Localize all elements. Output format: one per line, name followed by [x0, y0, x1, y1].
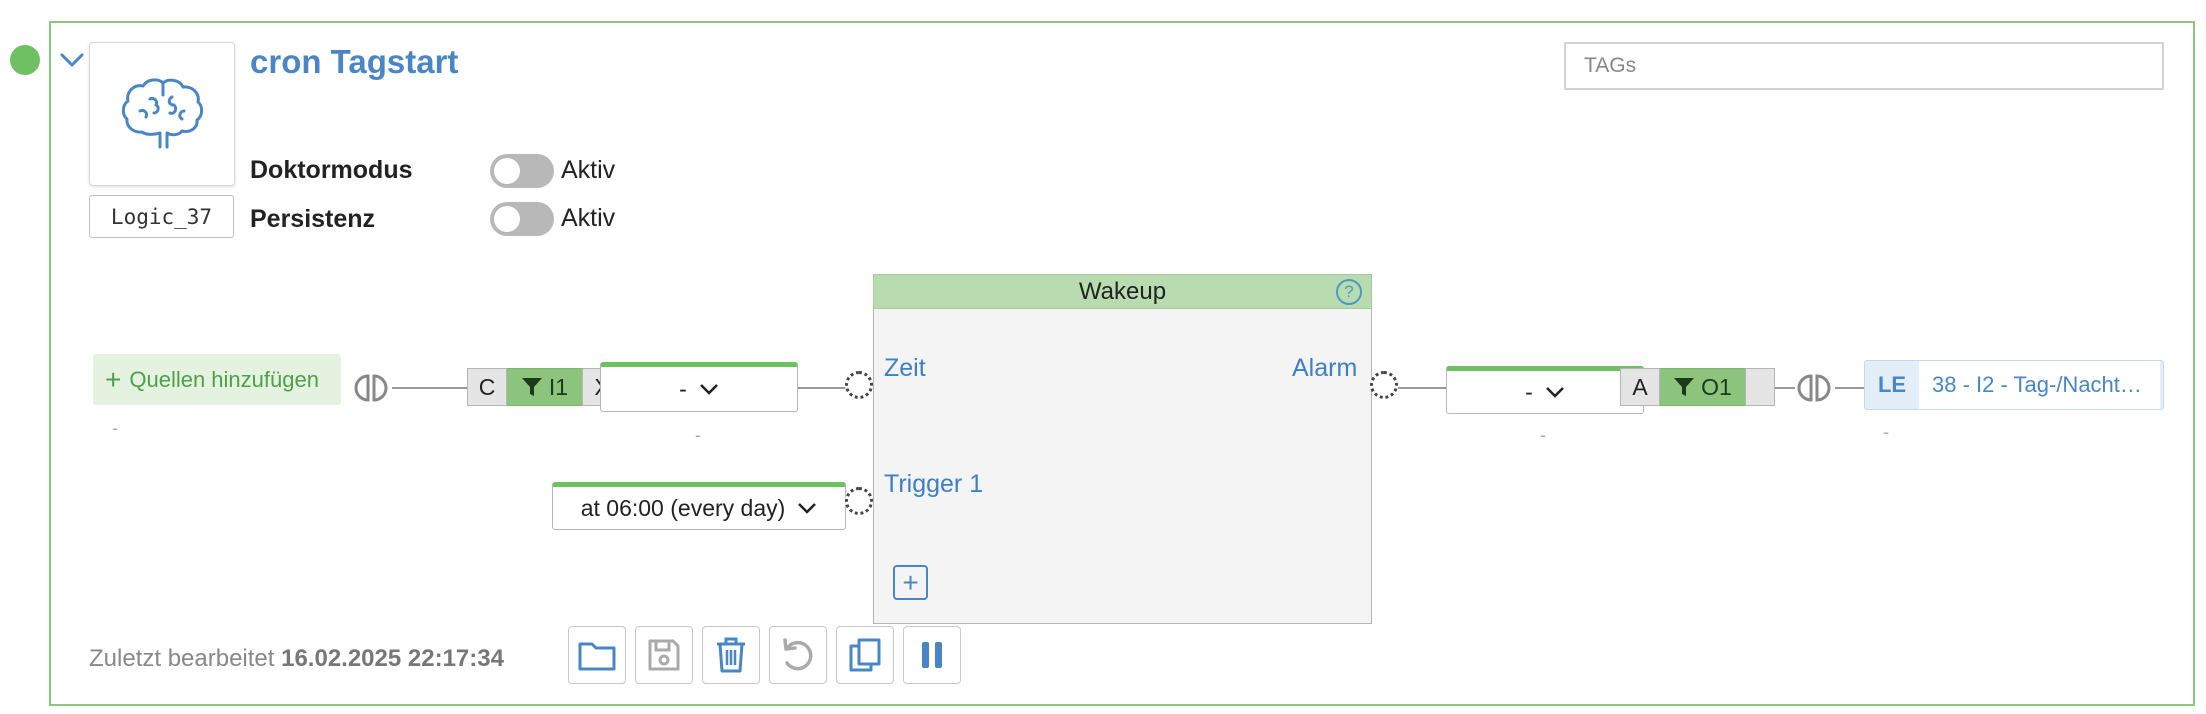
save-button[interactable]	[635, 626, 693, 684]
undo-icon	[783, 638, 813, 671]
collapse-chevron-icon[interactable]	[58, 50, 86, 70]
persistenz-toggle[interactable]	[490, 202, 554, 236]
plug-connector-icon[interactable]	[352, 373, 392, 403]
target-label: 38 - I2 - Tag-/Nacht…	[1920, 361, 2160, 409]
input-select[interactable]: -	[600, 362, 798, 412]
input-port-label: Zeit	[884, 354, 926, 382]
chevron-down-icon	[699, 384, 718, 395]
last-edited: Zuletzt bearbeitet 16.02.2025 22:17:34	[89, 645, 504, 673]
doktormodus-toggle-label: Aktiv	[561, 156, 616, 184]
add-input-button[interactable]: +	[893, 565, 928, 600]
pause-button[interactable]	[903, 626, 961, 684]
add-sources-label: Quellen hinzufügen	[129, 366, 319, 392]
connection-line	[1775, 387, 1795, 389]
input-port-trigger[interactable]	[845, 487, 873, 515]
chevron-down-icon	[798, 503, 817, 514]
filter-icon	[1674, 378, 1695, 396]
a-button[interactable]: A	[1620, 368, 1660, 406]
source-dash: -	[112, 418, 118, 438]
logic-id-label: Logic_37	[89, 195, 234, 238]
connection-line	[392, 387, 468, 389]
input-filter-button[interactable]: I1	[507, 368, 582, 406]
delete-button[interactable]	[702, 626, 760, 684]
toggle-knob	[494, 206, 520, 232]
last-edited-label: Zuletzt bearbeitet	[89, 645, 275, 672]
output-end-cap[interactable]	[1745, 368, 1775, 406]
filter-icon	[521, 378, 542, 396]
status-dot	[10, 45, 40, 75]
brain-icon	[121, 78, 204, 149]
add-sources-button[interactable]: + Quellen hinzufügen	[93, 354, 341, 405]
wakeup-block	[873, 274, 1372, 624]
open-button[interactable]	[568, 626, 626, 684]
connection-line	[798, 387, 846, 389]
trash-icon	[717, 637, 745, 673]
tags-input[interactable]	[1564, 42, 2164, 90]
target-dash: -	[1883, 422, 1889, 442]
persistenz-toggle-label: Aktiv	[561, 204, 616, 232]
copy-button[interactable]	[836, 626, 894, 684]
output-select[interactable]: -	[1446, 366, 1644, 414]
input-port-zeit[interactable]	[845, 371, 873, 399]
doktormodus-label: Doktormodus	[250, 156, 413, 184]
help-icon[interactable]: ?	[1336, 279, 1362, 305]
logic-title[interactable]: cron Tagstart	[250, 43, 459, 80]
folder-icon	[578, 642, 616, 671]
persistenz-label: Persistenz	[250, 205, 376, 233]
connection-line	[1835, 387, 1864, 389]
input-filter-label: I1	[548, 373, 569, 400]
save-icon	[648, 639, 680, 671]
trigger-select-value: at 06:00 (every day)	[580, 494, 786, 521]
input-select-value: -	[679, 375, 687, 402]
output-select-value: -	[1525, 378, 1533, 405]
last-edited-time: 16.02.2025 22:17:34	[281, 645, 504, 672]
trigger-select[interactable]: at 06:00 (every day)	[552, 482, 846, 530]
plug-connector-icon[interactable]	[1795, 373, 1835, 403]
connection-line	[1398, 387, 1446, 389]
output-filter-button[interactable]: O1	[1660, 368, 1745, 406]
logic-card-frame	[49, 21, 2195, 706]
plus-icon: +	[105, 363, 122, 395]
output-select-dash: -	[1540, 425, 1546, 445]
output-port-alarm[interactable]	[1370, 371, 1398, 399]
undo-button[interactable]	[769, 626, 827, 684]
logic-icon-box[interactable]	[89, 42, 235, 186]
input-select-dash: -	[695, 425, 701, 445]
output-port-label: Alarm	[1292, 354, 1358, 382]
output-target[interactable]: LE 38 - I2 - Tag-/Nacht…	[1864, 360, 2164, 410]
c-button[interactable]: C	[467, 368, 507, 406]
toggle-knob	[494, 158, 520, 184]
output-filter-label: O1	[1701, 373, 1732, 400]
input-port-label: Trigger 1	[884, 470, 984, 498]
target-type-tag: LE	[1865, 361, 1920, 409]
wakeup-block-header: Wakeup	[873, 274, 1372, 309]
pause-icon	[922, 642, 942, 668]
chevron-down-icon	[1545, 387, 1564, 398]
doktormodus-toggle[interactable]	[490, 154, 554, 188]
copy-icon	[849, 638, 881, 672]
